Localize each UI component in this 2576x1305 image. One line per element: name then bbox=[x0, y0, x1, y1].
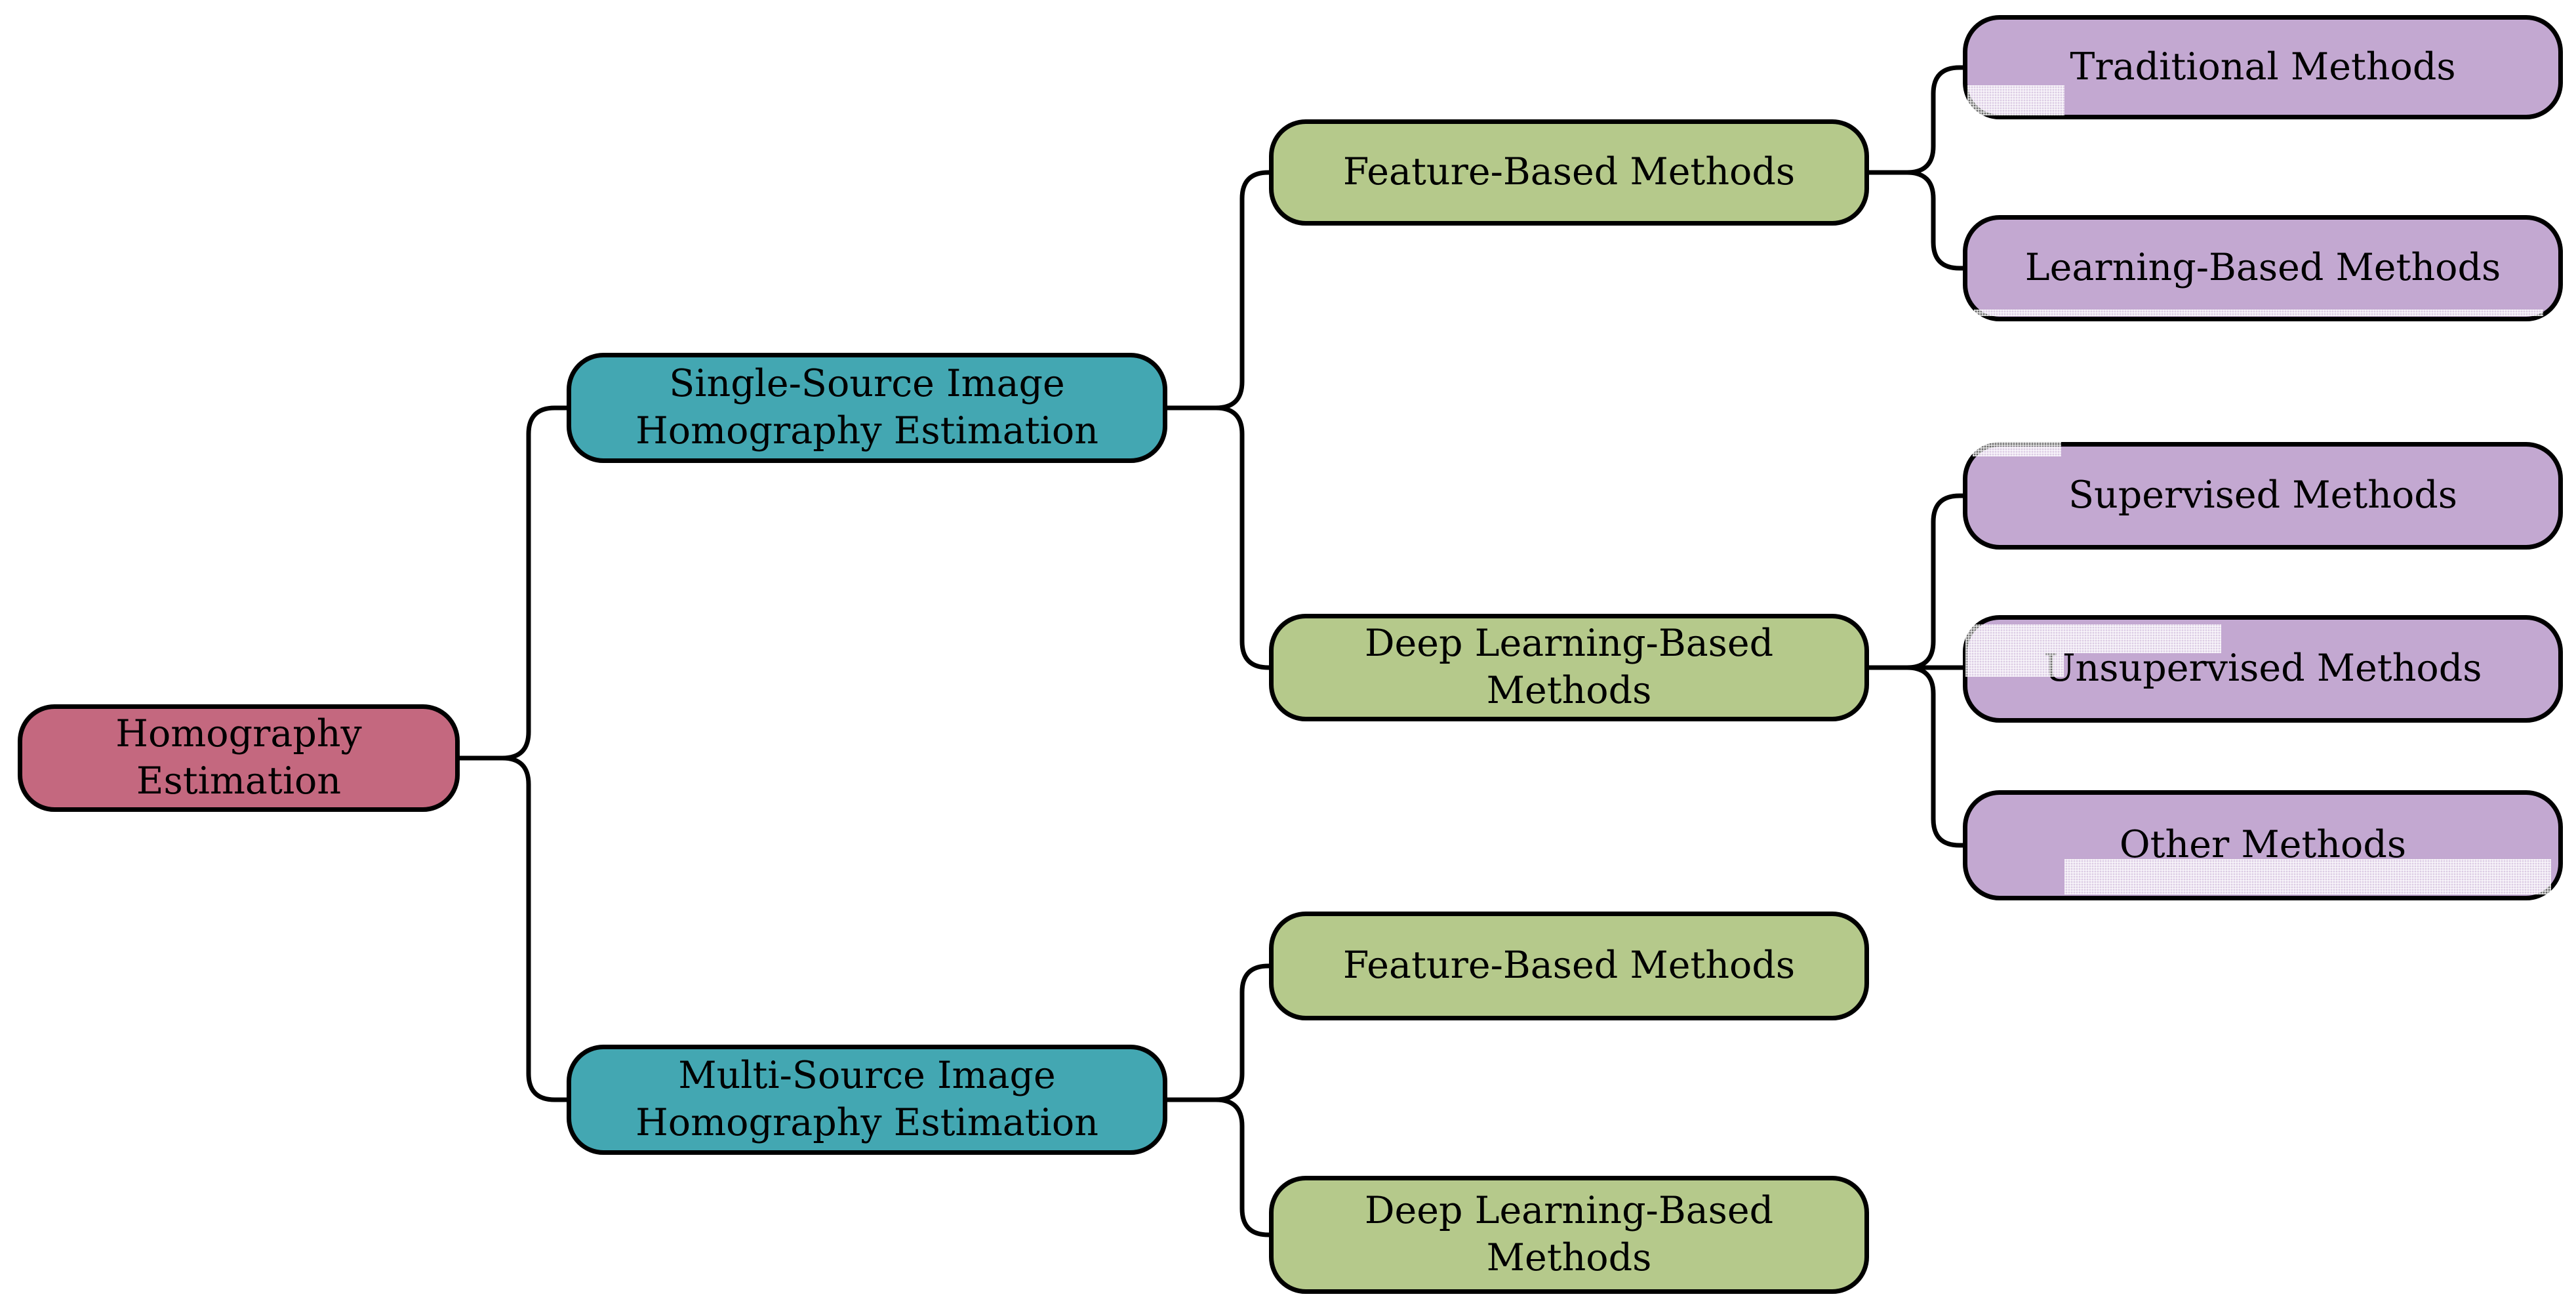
edge-feature_top-learning_based bbox=[1869, 170, 1963, 271]
node-supervised: Supervised Methods bbox=[1963, 442, 2563, 550]
node-root: Homography Estimation bbox=[18, 704, 460, 812]
edge-single_source-deep_top bbox=[1167, 405, 1271, 670]
node-label-root: Homography Estimation bbox=[115, 712, 362, 803]
edge-deep_top-other bbox=[1869, 665, 1963, 848]
edge-root-multi_source bbox=[460, 755, 567, 1102]
node-multi_source: Multi-Source Image Homography Estimation bbox=[567, 1045, 1167, 1155]
edge-single_source-feature_top bbox=[1167, 170, 1271, 411]
edge-root-single_source bbox=[460, 405, 567, 761]
edge-multi_source-deep_bottom bbox=[1167, 1097, 1271, 1237]
node-label-deep_top: Deep Learning-Based Methods bbox=[1364, 622, 1774, 712]
node-label-supervised: Supervised Methods bbox=[2068, 473, 2458, 517]
node-label-unsupervised: Unsupervised Methods bbox=[2043, 647, 2482, 691]
node-single_source: Single-Source Image Homography Estimatio… bbox=[567, 353, 1167, 463]
node-deep_top: Deep Learning-Based Methods bbox=[1269, 614, 1869, 721]
edge-deep_top-supervised bbox=[1869, 493, 1963, 670]
node-label-traditional: Traditional Methods bbox=[2070, 45, 2456, 89]
edge-multi_source-feature_bottom bbox=[1167, 963, 1271, 1102]
node-label-feature_top: Feature-Based Methods bbox=[1342, 150, 1796, 194]
node-unsupervised: Unsupervised Methods bbox=[1963, 615, 2563, 723]
edge-feature_top-traditional bbox=[1869, 65, 1963, 175]
node-label-feature_bottom: Feature-Based Methods bbox=[1342, 944, 1796, 988]
node-label-multi_source: Multi-Source Image Homography Estimation bbox=[635, 1054, 1098, 1144]
node-feature_bottom: Feature-Based Methods bbox=[1269, 912, 1869, 1020]
node-label-learning_based: Learning-Based Methods bbox=[2024, 246, 2501, 290]
node-learning_based: Learning-Based Methods bbox=[1963, 215, 2563, 321]
node-deep_bottom: Deep Learning-Based Methods bbox=[1269, 1176, 1869, 1294]
node-traditional: Traditional Methods bbox=[1963, 15, 2563, 119]
node-label-deep_bottom: Deep Learning-Based Methods bbox=[1364, 1189, 1774, 1279]
node-label-single_source: Single-Source Image Homography Estimatio… bbox=[635, 362, 1098, 452]
node-label-other: Other Methods bbox=[2119, 823, 2407, 867]
node-feature_top: Feature-Based Methods bbox=[1269, 119, 1869, 226]
node-other: Other Methods bbox=[1963, 790, 2563, 900]
